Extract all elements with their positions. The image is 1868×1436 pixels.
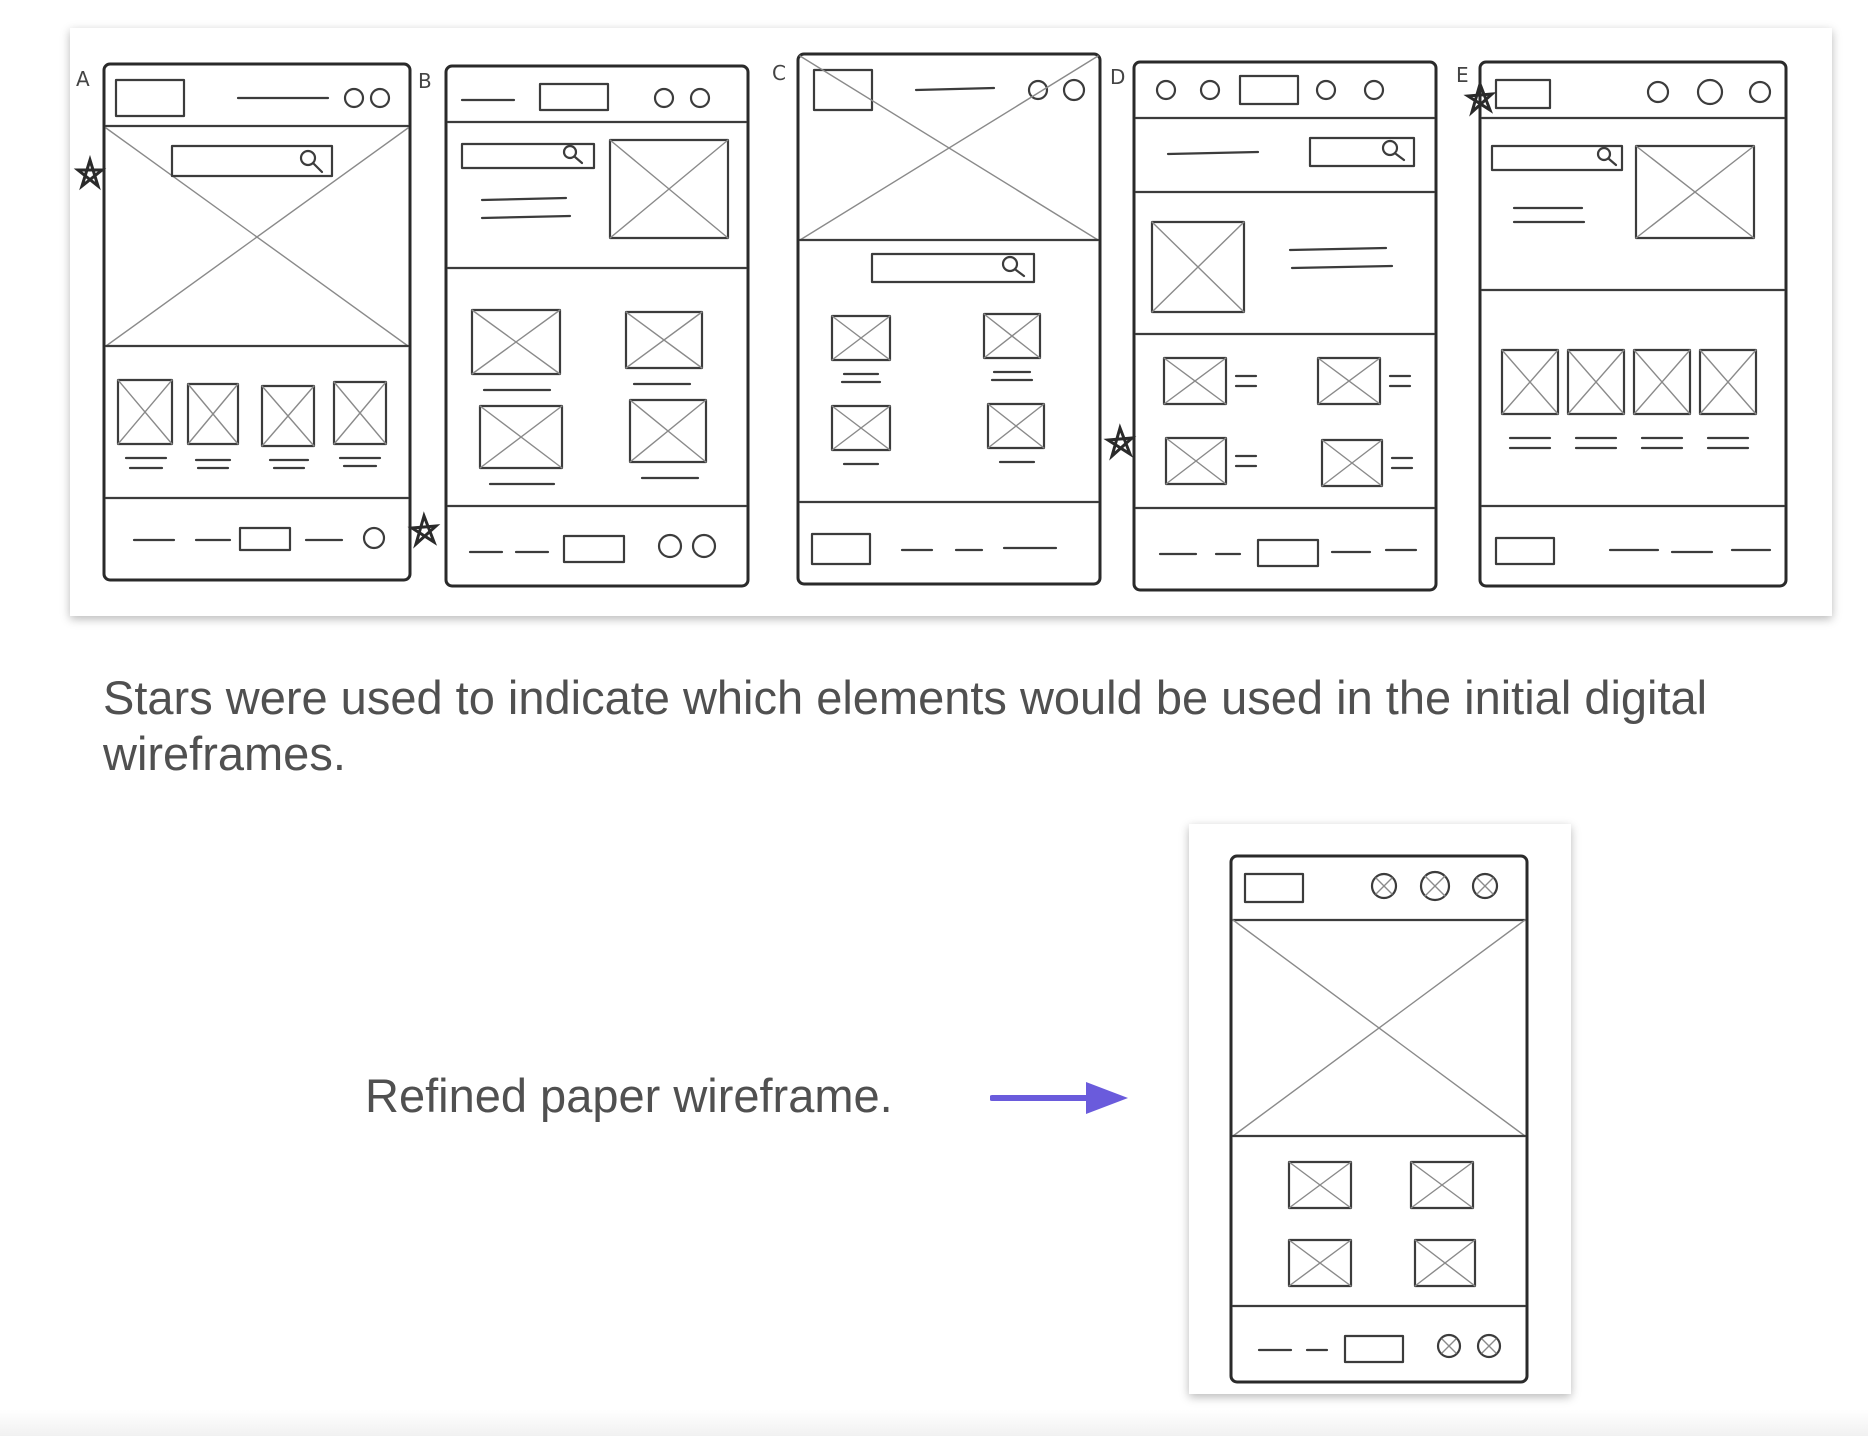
paper-sketches-image: A (70, 28, 1832, 616)
sketch-caption: Stars were used to indicate which elemen… (103, 671, 1708, 780)
close-circle-icon (1370, 872, 1398, 900)
close-circle-icon (1419, 870, 1451, 902)
frame-label-c: C (772, 61, 786, 85)
page-bottom-edge (0, 1410, 1868, 1436)
wireframe-e: E (1456, 60, 1788, 588)
wireframe-d: D (1103, 60, 1438, 592)
star-icon (407, 511, 441, 549)
refined-wireframe-drawing (1229, 854, 1529, 1384)
arrow-right-icon (990, 1082, 1128, 1114)
star-icon (73, 154, 107, 191)
frame-label-a: A (76, 67, 90, 91)
paper-sketches-drawing: A (73, 52, 1788, 592)
frame-label-b: B (418, 69, 432, 93)
frame-label-d: D (1110, 65, 1125, 89)
wireframe-c: C (772, 52, 1102, 586)
frame-label-e: E (1456, 63, 1469, 87)
close-circle-icon (1471, 872, 1499, 900)
wireframe-a: A (73, 62, 412, 582)
star-icon (1463, 79, 1497, 117)
wireframe-b: B (407, 64, 750, 588)
star-icon (1103, 423, 1137, 461)
refined-wireframe-label: Refined paper wireframe. (365, 1069, 893, 1122)
refined-wireframe-image (1189, 824, 1571, 1394)
